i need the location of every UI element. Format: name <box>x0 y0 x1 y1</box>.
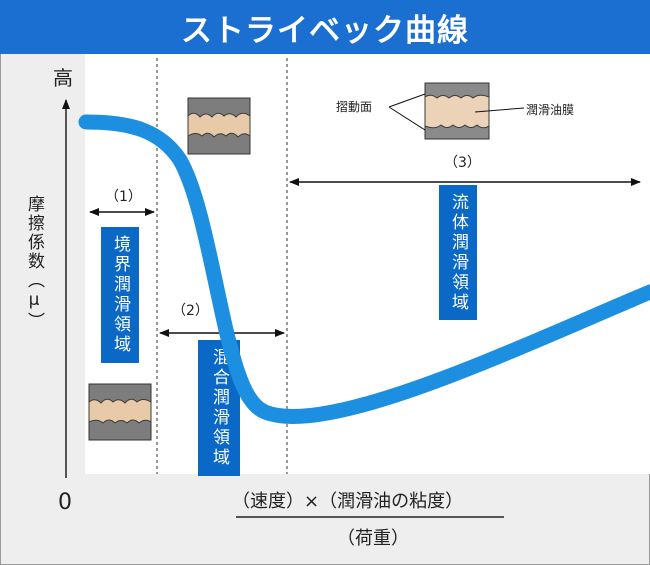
oil-film-label: 潤滑油膜 <box>526 103 575 117</box>
region-1-box: 境界潤滑領域 <box>101 227 139 363</box>
region-2-name: 混合潤滑領域 <box>209 348 229 468</box>
x-axis-numerator: （速度）×（潤滑油の粘度） <box>232 491 464 512</box>
y-axis-label: 摩擦係数（μ） <box>24 195 44 331</box>
title-bar: ストライベック曲線 <box>0 0 650 54</box>
x-axis-denominator: （荷重） <box>337 528 409 549</box>
diagram-title: ストライベック曲線 <box>181 12 469 49</box>
region-2-number: （2） <box>172 303 209 319</box>
region-1-name: 境界潤滑領域 <box>110 235 130 355</box>
stribeck-curve <box>78 114 650 424</box>
fluid-surface-inset <box>388 82 525 140</box>
mixed-surface-inset <box>187 97 251 155</box>
region-3-box: 流体潤滑領域 <box>439 185 477 320</box>
region-1-number: （1） <box>105 189 142 205</box>
region-3-number: （3） <box>444 155 481 171</box>
y-axis-high-label: 高 <box>53 66 73 90</box>
sliding-surface-label: 摺動面 <box>336 100 373 114</box>
region-3-name: 流体潤滑領域 <box>448 192 468 313</box>
y-axis-zero-label: 0 <box>58 490 72 515</box>
boundary-surface-inset <box>88 383 152 441</box>
